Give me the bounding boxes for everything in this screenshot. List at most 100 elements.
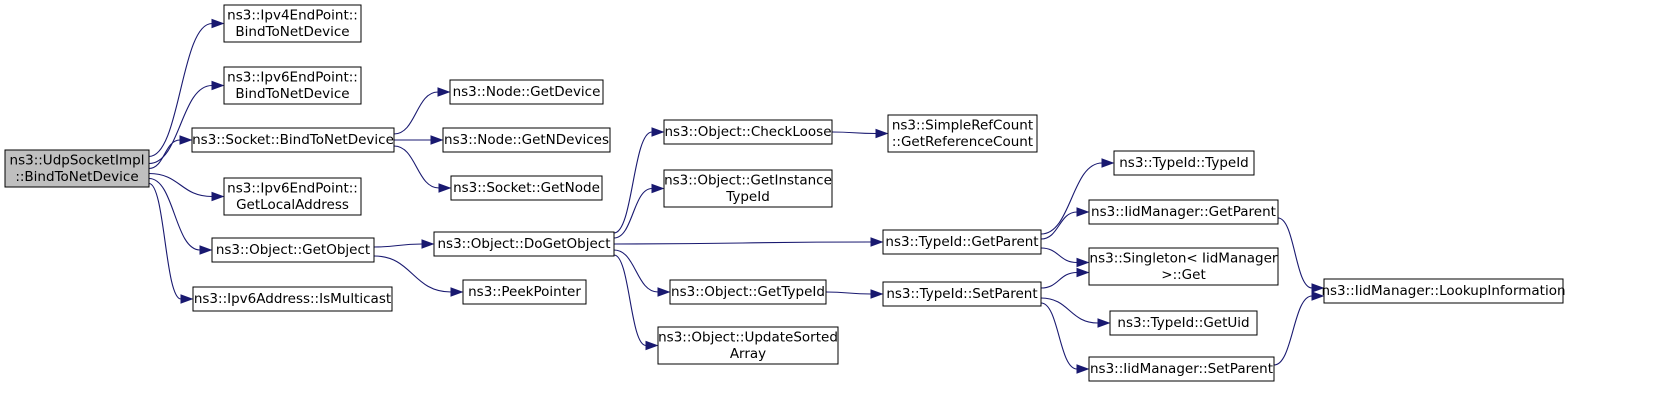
node-label-line: ns3::TypeId::TypeId	[1119, 155, 1249, 171]
arrowhead-icon	[1076, 267, 1090, 278]
arrowhead-icon	[1311, 283, 1325, 293]
call-edge-line	[613, 241, 872, 245]
node-label-line: ns3::Ipv6EndPoint::	[227, 69, 358, 85]
call-edge-root-to-ipv6ep_local	[148, 172, 225, 202]
arrowhead-icon	[421, 239, 435, 249]
function-node-typeid-getparent[interactable]: ns3::TypeId::GetParent	[882, 229, 1042, 255]
call-edge-line	[373, 243, 423, 248]
call-edge-socket_bind-to-socket_getnode	[393, 145, 452, 193]
node-label-line: ns3::Singleton< IidManager	[1090, 250, 1278, 266]
call-graph-nodes: ns3::UdpSocketImpl::BindToNetDevicens3::…	[4, 4, 1566, 382]
arrowhead-icon	[438, 183, 452, 193]
call-edge-root-to-obj_getobject	[148, 177, 213, 255]
call-edge-typeid_getparent-to-iid_getparent	[1040, 207, 1090, 240]
arrowhead-icon	[1311, 291, 1325, 301]
node-box	[657, 326, 839, 365]
call-edge-line	[148, 182, 182, 300]
node-label-line: Array	[730, 346, 766, 362]
node-box	[1088, 247, 1279, 286]
call-edge-line	[613, 131, 653, 234]
node-label-line: ns3::Object::CheckLoose	[664, 124, 831, 140]
node-label-line: BindToNetDevice	[235, 24, 349, 40]
node-label-line: ns3::Object::GetInstance	[664, 172, 832, 188]
node-label-line: ns3::PeekPointer	[468, 284, 581, 300]
call-edge-line	[1040, 247, 1078, 264]
node-box	[191, 127, 395, 153]
call-edge-line	[613, 254, 647, 347]
node-box	[450, 175, 603, 201]
call-edge-iid_getparent-to-iid_lookup	[1277, 217, 1325, 293]
function-node-iid-lookup[interactable]: ns3::IidManager::LookupInformation	[1321, 278, 1566, 304]
function-node-ipv6ep-bind[interactable]: ns3::Ipv6EndPoint::BindToNetDevice	[223, 66, 362, 105]
node-label-line: ::BindToNetDevice	[15, 169, 138, 185]
function-node-obj-checkloose[interactable]: ns3::Object::CheckLoose	[663, 119, 833, 145]
node-label-line: ns3::Object::DoGetObject	[437, 236, 610, 252]
arrowhead-icon	[211, 191, 225, 202]
node-label-line: ns3::Node::GetDevice	[453, 84, 601, 100]
function-node-node-getndevices[interactable]: ns3::Node::GetNDevices	[442, 127, 611, 153]
function-node-socket-bind[interactable]: ns3::Socket::BindToNetDevice	[191, 127, 395, 153]
arrowhead-icon	[870, 289, 884, 299]
node-box	[223, 4, 362, 43]
call-edge-line	[148, 172, 213, 198]
call-edge-obj_dogetobject-to-obj_getinstancetypeid	[613, 183, 665, 239]
function-node-typeid-getuid[interactable]: ns3::TypeId::GetUid	[1109, 310, 1258, 336]
node-label-line: BindToNetDevice	[235, 86, 349, 102]
function-node-simplerefcount[interactable]: ns3::SimpleRefCount::GetReferenceCount	[887, 114, 1038, 153]
function-node-singleton-get[interactable]: ns3::Singleton< IidManager>::Get	[1088, 247, 1279, 286]
node-box	[1323, 278, 1564, 304]
call-edge-line	[831, 131, 877, 135]
function-node-typeid-typeid[interactable]: ns3::TypeId::TypeId	[1113, 150, 1255, 176]
function-node-obj-gettypeid[interactable]: ns3::Object::GetTypeId	[669, 279, 827, 305]
node-label-line: ns3::IidManager::LookupInformation	[1321, 283, 1565, 299]
node-box	[442, 127, 611, 153]
function-node-obj-dogetobject[interactable]: ns3::Object::DoGetObject	[433, 231, 615, 257]
function-node-ipv6ep-local[interactable]: ns3::Ipv6EndPoint::GetLocalAddress	[223, 177, 362, 216]
call-edge-line	[613, 187, 653, 239]
function-node-iid-setparent[interactable]: ns3::IidManager::SetParent	[1088, 356, 1275, 382]
function-node-obj-getobject[interactable]: ns3::Object::GetObject	[211, 237, 375, 263]
node-label-line: ns3::Socket::BindToNetDevice	[192, 132, 394, 148]
function-node-ipv6addr-multicast[interactable]: ns3::Ipv6Address::IsMulticast	[192, 286, 393, 312]
node-box	[449, 79, 604, 105]
node-box	[669, 279, 827, 305]
node-box	[4, 149, 150, 188]
call-edge-root-to-ipv6addr_multicast	[148, 182, 194, 304]
call-edge-line	[613, 249, 659, 293]
function-node-peekpointer[interactable]: ns3::PeekPointer	[462, 279, 587, 305]
node-box	[223, 66, 362, 105]
node-label-line: ns3::Socket::GetNode	[453, 180, 600, 196]
function-node-ipv4ep-bind[interactable]: ns3::Ipv4EndPoint::BindToNetDevice	[223, 4, 362, 43]
node-box	[1109, 310, 1258, 336]
function-node-socket-getnode[interactable]: ns3::Socket::GetNode	[450, 175, 603, 201]
arrowhead-icon	[1076, 364, 1090, 374]
call-graph-edges	[148, 18, 1325, 374]
call-edge-typeid_getparent-to-typeid_typeid	[1040, 158, 1115, 235]
call-edge-line	[1273, 295, 1313, 366]
call-edge-line	[825, 291, 872, 295]
call-edge-obj_dogetobject-to-obj_checkloose	[613, 127, 665, 234]
call-edge-obj_dogetobject-to-obj_updatesorted	[613, 254, 659, 351]
node-box	[1113, 150, 1255, 176]
arrowhead-icon	[651, 183, 665, 194]
arrowhead-icon	[199, 245, 213, 255]
call-edge-line	[1040, 211, 1078, 240]
node-box	[192, 286, 393, 312]
call-edge-line	[373, 255, 452, 293]
call-edge-typeid_getparent-to-singleton_get	[1040, 247, 1090, 268]
node-label-line: ns3::TypeId::GetUid	[1117, 315, 1249, 331]
function-node-node-getdevice[interactable]: ns3::Node::GetDevice	[449, 79, 604, 105]
node-label-line: ns3::UdpSocketImpl	[10, 152, 145, 168]
arrowhead-icon	[875, 128, 889, 139]
node-box	[223, 177, 362, 216]
arrowhead-icon	[437, 87, 451, 97]
node-label-line: ns3::Node::GetNDevices	[444, 132, 609, 148]
call-edge-line	[393, 91, 439, 135]
node-label-line: ns3::SimpleRefCount	[892, 117, 1033, 133]
node-box	[462, 279, 587, 305]
function-node-iid-getparent[interactable]: ns3::IidManager::GetParent	[1088, 199, 1279, 225]
function-node-typeid-setparent[interactable]: ns3::TypeId::SetParent	[882, 281, 1042, 307]
